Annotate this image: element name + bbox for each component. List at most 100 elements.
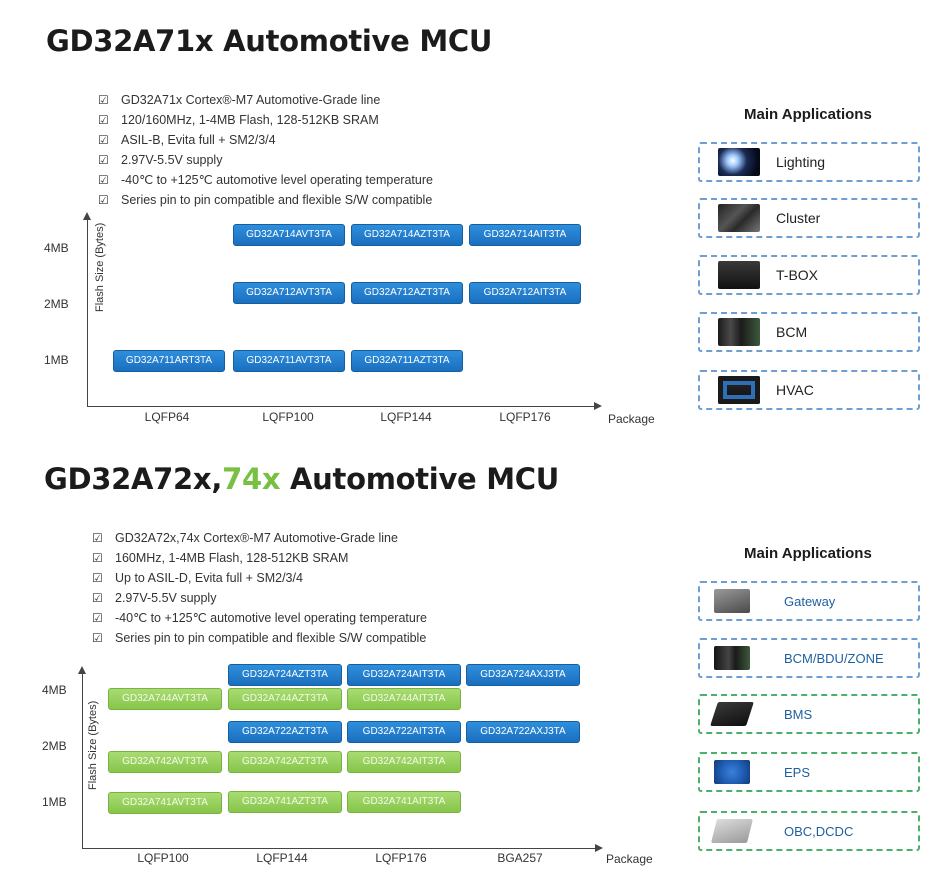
checkbox-icon: ☑: [98, 193, 109, 207]
x-axis-label: Package: [608, 412, 655, 426]
part-chip: GD32A714AIT3TA: [469, 224, 581, 246]
part-chip: GD32A741AZT3TA: [228, 791, 342, 813]
part-chip: GD32A722AIT3TA: [347, 721, 461, 743]
y-axis-arrow-icon: [78, 666, 86, 674]
y-tick-2mb: 2MB: [44, 297, 69, 311]
tbox-icon: [718, 261, 760, 289]
checkbox-icon: ☑: [98, 173, 109, 187]
application-tbox: T-BOX: [698, 255, 920, 295]
application-name: Gateway: [784, 593, 836, 609]
feature-item: ☑Series pin to pin compatible and flexib…: [92, 628, 427, 648]
part-chip: GD32A722AZT3TA: [228, 721, 342, 743]
part-chip: GD32A714AVT3TA: [233, 224, 345, 246]
application-name: OBC,DCDC: [784, 823, 854, 839]
y-tick-1mb: 1MB: [44, 353, 69, 367]
part-chip: GD32A744AIT3TA: [347, 688, 461, 710]
feature-text: Up to ASIL-D, Evita full + SM2/3/4: [115, 571, 303, 585]
title-main: GD32A72x,: [44, 462, 223, 496]
feature-text: 2.97V-5.5V supply: [121, 153, 223, 167]
cluster-icon: [718, 204, 760, 232]
part-chip: GD32A742AIT3TA: [347, 751, 461, 773]
application-name: Lighting: [776, 154, 826, 170]
application-name: BMS: [784, 706, 813, 722]
y-axis-label: Flash Size (Bytes): [87, 700, 99, 790]
application-lighting: Lighting: [698, 142, 920, 182]
application-name: BCM: [776, 324, 808, 340]
x-axis: [87, 406, 595, 407]
y-tick-1mb: 1MB: [42, 795, 67, 809]
checkbox-icon: ☑: [98, 153, 109, 167]
x-tick-lqfp176: LQFP176: [375, 851, 427, 865]
x-axis: [82, 848, 596, 849]
checkbox-icon: ☑: [92, 611, 103, 625]
feature-item: ☑ Up to ASIL-D, Evita full + SM2/3/4: [92, 568, 427, 588]
application-cluster: Cluster: [698, 198, 920, 238]
bms-icon: [710, 702, 754, 726]
part-chip: GD32A741AIT3TA: [347, 791, 461, 813]
application-eps: EPS: [698, 752, 920, 792]
bcm-bdu-zone-icon: [714, 646, 750, 670]
x-tick-lqfp176: LQFP176: [499, 410, 551, 424]
part-chip: GD32A711AVT3TA: [233, 350, 345, 372]
x-tick-lqfp64: LQFP64: [144, 410, 190, 424]
feature-item: ☑ -40℃ to +125℃ automotive level operatin…: [98, 170, 433, 190]
checkbox-icon: ☑: [98, 133, 109, 147]
x-tick-lqfp100: LQFP100: [137, 851, 189, 865]
feature-item: ☑ 2.97V-5.5V supply: [92, 588, 427, 608]
x-axis-label: Package: [606, 852, 653, 866]
application-obc-dcdc: OBC,DCDC: [698, 811, 920, 851]
checkbox-icon: ☑: [92, 571, 103, 585]
title-rest: Automotive MCU: [280, 462, 560, 496]
part-chip: GD32A744AVT3TA: [108, 688, 222, 710]
part-chip: GD32A724AZT3TA: [228, 664, 342, 686]
lighting-icon: [718, 148, 760, 176]
application-name: BCM/BDU/ZONE: [784, 650, 884, 666]
y-axis: [87, 218, 88, 406]
y-axis-arrow-icon: [83, 212, 91, 220]
section2-title: GD32A72x,74x Automotive MCU: [44, 462, 559, 496]
feature-text: 2.97V-5.5V supply: [115, 591, 217, 605]
feature-item: ☑ GD32A71x Cortex®-M7 Automotive-Grade li…: [98, 90, 433, 110]
part-chip: GD32A741AVT3TA: [108, 792, 222, 814]
application-hvac: HVAC: [698, 370, 920, 410]
feature-text: -40℃ to +125℃ automotive level operating…: [115, 611, 427, 625]
part-chip: GD32A724AIT3TA: [347, 664, 461, 686]
feature-text: GD32A71x Cortex®-M7 Automotive-Grade lin…: [121, 93, 381, 107]
x-axis-arrow-icon: [595, 844, 603, 852]
part-chip: GD32A724AXJ3TA: [466, 664, 580, 686]
x-tick-lqfp100: LQFP100: [262, 410, 314, 424]
part-chip: GD32A711AZT3TA: [351, 350, 463, 372]
feature-text: -40℃ to +125℃ automotive level operating…: [121, 173, 433, 187]
x-axis-arrow-icon: [594, 402, 602, 410]
applications-title: Main Applications: [744, 545, 872, 562]
part-chip: GD32A714AZT3TA: [351, 224, 463, 246]
part-chip: GD32A712AIT3TA: [469, 282, 581, 304]
title-accent: 74x: [222, 462, 281, 496]
feature-item: ☑120/160MHz, 1-4MB Flash, 128-512KB SRAM: [98, 110, 433, 130]
x-tick-lqfp144: LQFP144: [256, 851, 308, 865]
y-axis-label: Flash Size (Bytes): [94, 222, 106, 312]
feature-text: GD32A72x,74x Cortex®-M7 Automotive-Grade…: [115, 531, 398, 545]
feature-text: ASIL-B, Evita full + SM2/3/4: [121, 133, 276, 147]
hvac-icon: [718, 376, 760, 404]
feature-text: Series pin to pin compatible and flexibl…: [121, 193, 433, 207]
checkbox-icon: ☑: [92, 591, 103, 605]
checkbox-icon: ☑: [92, 531, 103, 545]
application-bms: BMS: [698, 694, 920, 734]
application-bcm: BCM: [698, 312, 920, 352]
checkbox-icon: ☑: [98, 93, 109, 107]
section1-feature-list: ☑ GD32A71x Cortex®-M7 Automotive-Grade li…: [98, 90, 433, 210]
obc-dcdc-icon: [711, 819, 753, 843]
y-axis: [82, 672, 83, 848]
part-chip: GD32A722AXJ3TA: [466, 721, 580, 743]
y-tick-4mb: 4MB: [42, 683, 67, 697]
feature-item: ☑ 2.97V-5.5V supply: [98, 150, 433, 170]
y-tick-4mb: 4MB: [44, 241, 69, 255]
checkbox-icon: ☑: [92, 551, 103, 565]
application-name: HVAC: [776, 382, 814, 398]
part-chip: GD32A711ART3TA: [113, 350, 225, 372]
application-name: Cluster: [776, 210, 821, 226]
bcm-icon: [718, 318, 760, 346]
application-name: T-BOX: [776, 267, 819, 283]
part-chip: GD32A712AZT3TA: [351, 282, 463, 304]
